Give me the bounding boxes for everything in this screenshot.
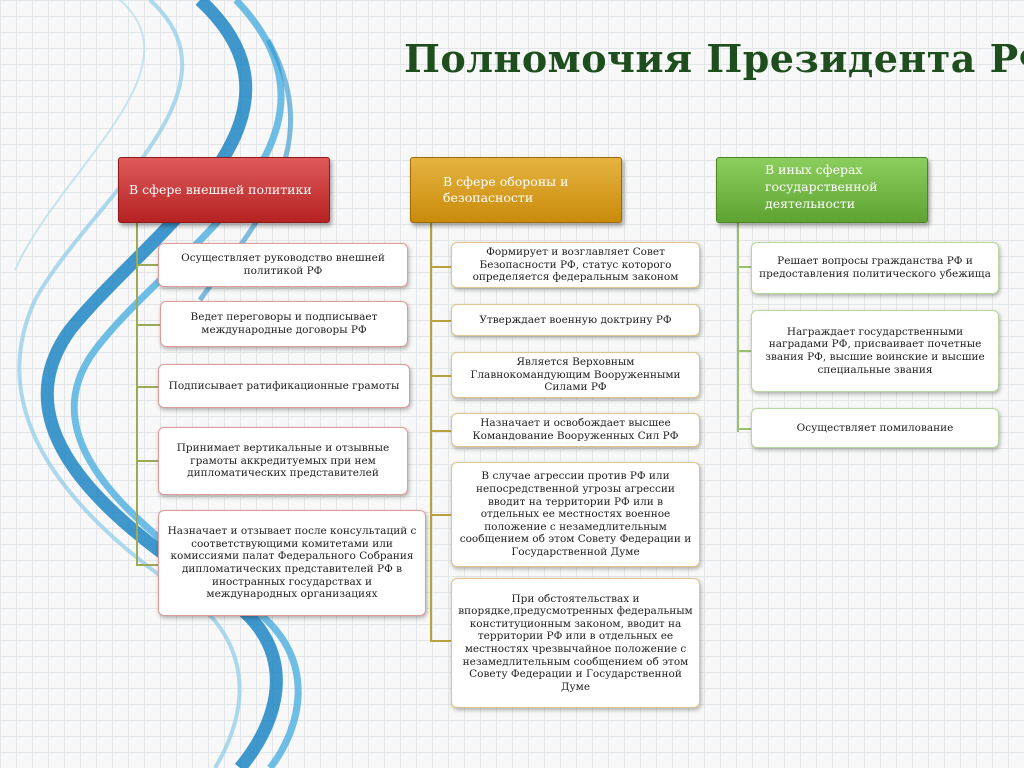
connector-line [430, 266, 452, 268]
column-header-defense-security: В сфере обороны и безопасности [410, 157, 622, 223]
connector-line [136, 386, 160, 388]
connector-line [136, 460, 160, 462]
power-item-box: Назначает и отзывает после консультаций … [158, 510, 426, 616]
column-header-other-areas: В иных сферах государственной деятельнос… [716, 157, 928, 223]
power-item-box: Осуществляет руководство внешней политик… [158, 243, 408, 287]
connector-line [430, 375, 452, 377]
power-item-box: Осуществляет помилование [751, 408, 999, 448]
connector-line [430, 320, 452, 322]
power-item-box: Формирует и возглавляет Совет Безопаснос… [451, 242, 700, 288]
connector-line [136, 264, 160, 266]
connector-line [737, 350, 753, 352]
connector-line [737, 428, 753, 430]
power-item-box: Является Верховным Главнокомандующим Воо… [451, 352, 700, 398]
connector-line [430, 514, 452, 516]
power-item-box: Ведет переговоры и подписывает междунаро… [160, 301, 408, 347]
power-item-box: Назначает и освобождает высшее Командова… [451, 413, 700, 447]
connector-line [136, 564, 160, 566]
power-item-box: При обстоятельствах и впорядке,предусмот… [451, 578, 700, 708]
connector-line [737, 222, 739, 432]
connector-line [136, 324, 160, 326]
connector-line [430, 222, 432, 642]
column-header-foreign-policy: В сфере внешней политики [118, 157, 330, 223]
power-item-box: Решает вопросы гражданства РФ и предоста… [751, 242, 999, 294]
connector-line [430, 430, 452, 432]
power-item-box: Утверждает военную доктрину РФ [451, 304, 700, 336]
connector-line [737, 266, 753, 268]
connector-line [136, 222, 138, 566]
power-item-box: Награждает государственными наградами РФ… [751, 310, 999, 392]
power-item-box: В случае агрессии против РФ или непосред… [451, 462, 700, 567]
connector-line [430, 640, 452, 642]
page-title: Полномочия Президента РФ [404, 36, 1024, 81]
power-item-box: Подписывает ратификационные грамоты [158, 364, 410, 408]
power-item-box: Принимает вертикальные и отзывные грамот… [158, 427, 408, 495]
